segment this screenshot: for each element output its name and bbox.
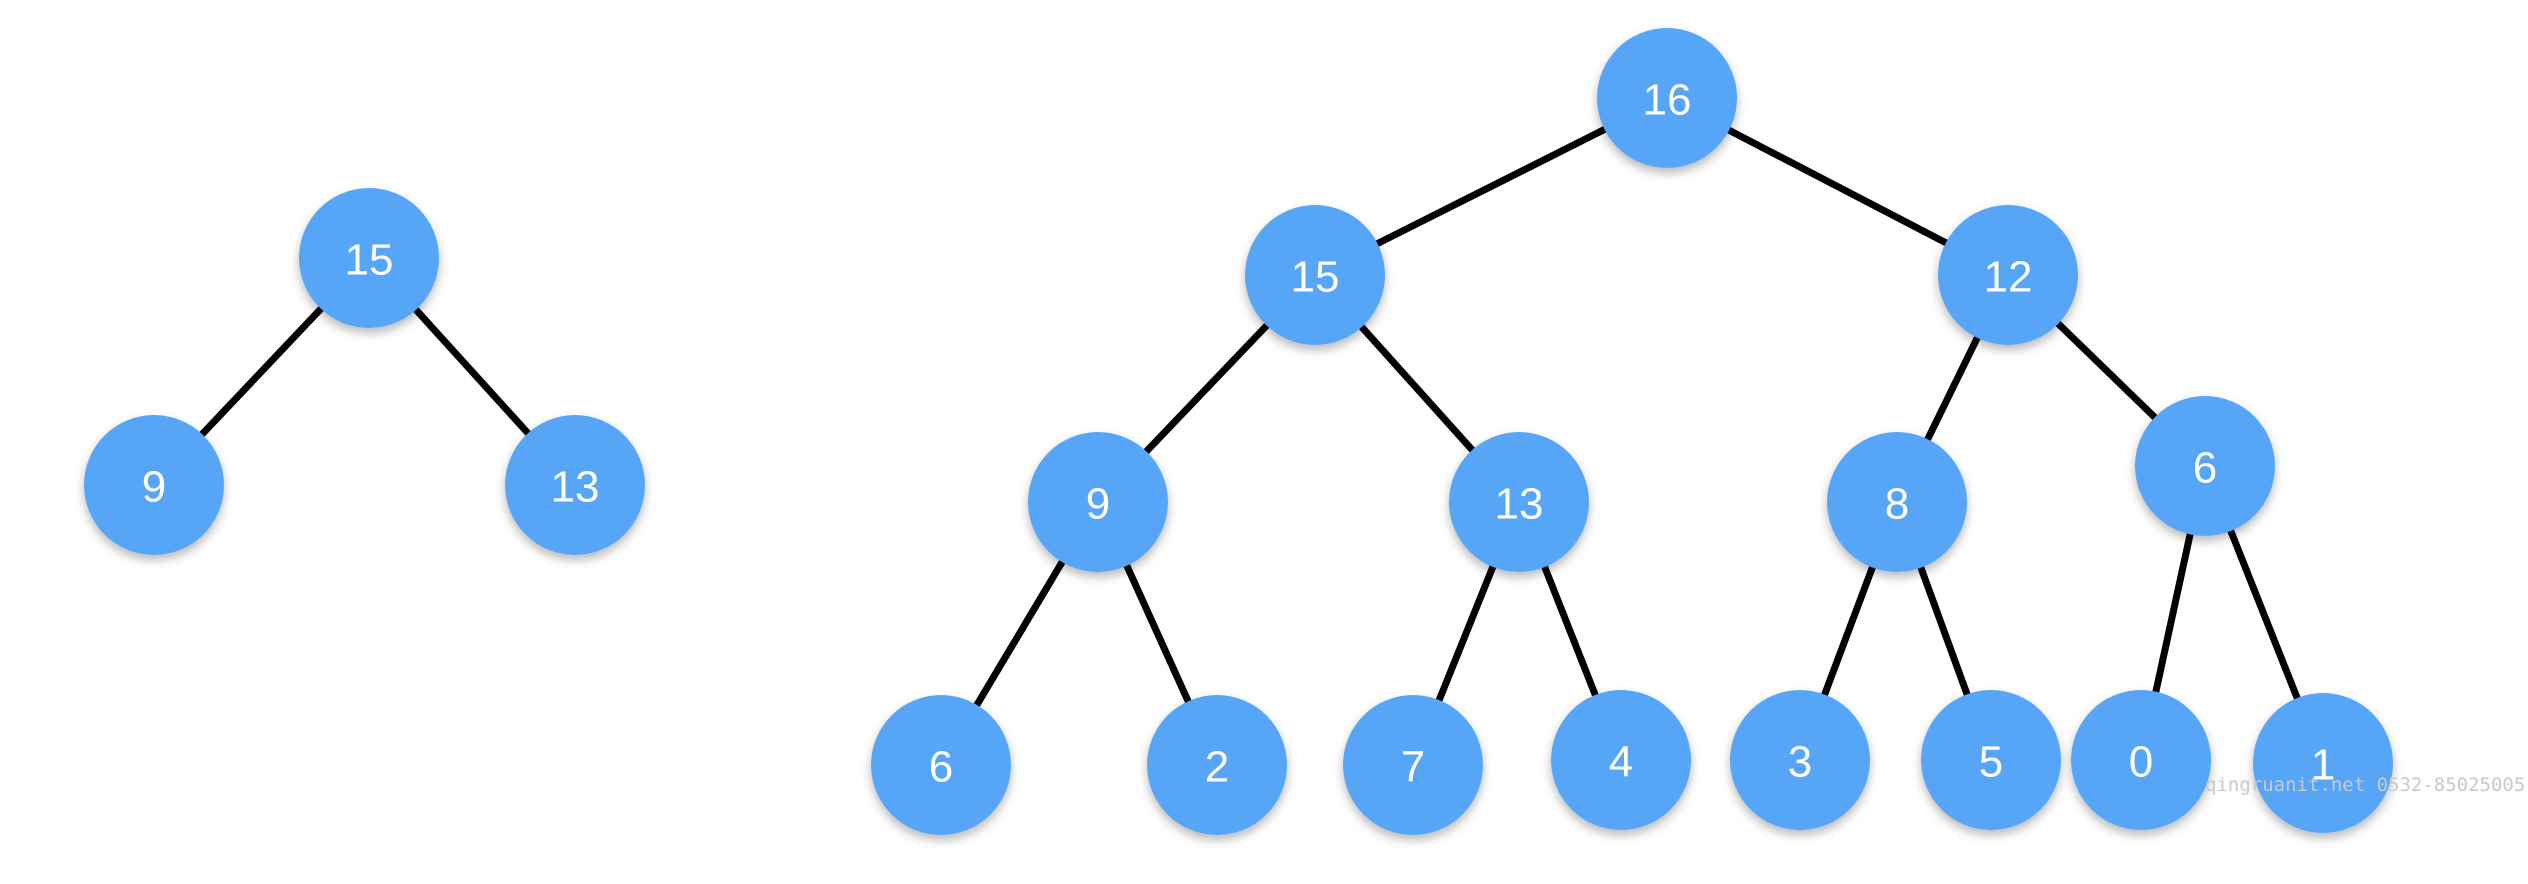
- node-label: 5: [1979, 738, 2003, 787]
- tree-node: 15: [299, 188, 439, 328]
- tree-node: 7: [1343, 695, 1483, 835]
- node-circle: [84, 415, 224, 555]
- tree-node: 12: [1938, 205, 2078, 345]
- node-label: 15: [345, 236, 394, 285]
- edges-layer: [151, 94, 2327, 767]
- node-label: 1: [2311, 741, 2335, 790]
- node-label: 2: [1205, 743, 1229, 792]
- node-circle: [1938, 205, 2078, 345]
- node-circle: [2071, 690, 2211, 830]
- node-circle: [1827, 432, 1967, 572]
- node-circle: [2135, 396, 2275, 536]
- node-circle: [1245, 205, 1385, 345]
- nodes-layer: 15 9 13 16 15 12 9 13 8 6 6 2 7 4 3 5 0 1: [84, 28, 2393, 835]
- node-circle: [299, 188, 439, 328]
- tree-node: 9: [84, 415, 224, 555]
- node-label: 16: [1643, 76, 1692, 125]
- node-label: 8: [1885, 480, 1909, 529]
- node-circle: [1147, 695, 1287, 835]
- node-circle: [1028, 432, 1168, 572]
- tree-node: 1: [2253, 693, 2393, 833]
- node-label: 0: [2129, 738, 2153, 787]
- tree-node: 9: [1028, 432, 1168, 572]
- tree-node: 6: [2135, 396, 2275, 536]
- node-circle: [2253, 693, 2393, 833]
- node-label: 4: [1609, 738, 1633, 787]
- node-label: 3: [1788, 738, 1812, 787]
- tree-node: 4: [1551, 690, 1691, 830]
- node-circle: [871, 695, 1011, 835]
- watermark-text: qingruanit.net 0532-85025005: [2205, 774, 2526, 796]
- node-circle: [505, 415, 645, 555]
- node-label: 13: [551, 463, 600, 512]
- tree-node: 16: [1597, 28, 1737, 168]
- tree-node: 13: [505, 415, 645, 555]
- tree-node: 0: [2071, 690, 2211, 830]
- node-label: 15: [1291, 253, 1340, 302]
- tree-node: 8: [1827, 432, 1967, 572]
- node-circle: [1921, 690, 2061, 830]
- node-circle: [1730, 690, 1870, 830]
- tree-node: 5: [1921, 690, 2061, 830]
- tree-node: 2: [1147, 695, 1287, 835]
- node-label: 7: [1401, 743, 1425, 792]
- tree-node: 3: [1730, 690, 1870, 830]
- node-circle: [1597, 28, 1737, 168]
- tree-node: 6: [871, 695, 1011, 835]
- node-circle: [1343, 695, 1483, 835]
- node-label: 12: [1984, 253, 2033, 302]
- node-label: 6: [929, 743, 953, 792]
- node-circle: [1551, 690, 1691, 830]
- tree-node: 15: [1245, 205, 1385, 345]
- node-label: 9: [142, 463, 166, 512]
- node-label: 13: [1495, 480, 1544, 529]
- node-label: 9: [1086, 480, 1110, 529]
- tree-node: 13: [1449, 432, 1589, 572]
- node-label: 6: [2193, 444, 2217, 493]
- node-circle: [1449, 432, 1589, 572]
